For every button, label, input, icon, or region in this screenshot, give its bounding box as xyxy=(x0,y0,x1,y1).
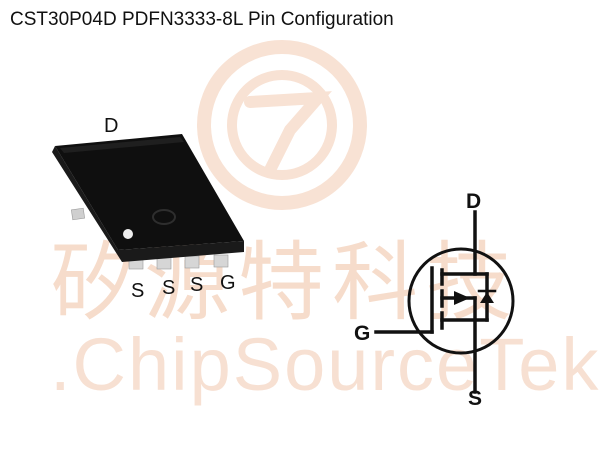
package-pin-label-2: S xyxy=(162,277,175,299)
side-pin xyxy=(71,207,85,221)
pin-3 xyxy=(184,255,200,269)
watermark-english: .ChipSourceTek. xyxy=(50,323,600,406)
pin1-marker xyxy=(123,229,133,239)
schematic-gate-label: G xyxy=(354,322,370,345)
page-title: CST30P04D PDFN3333-8L Pin Configuration xyxy=(10,9,394,30)
package-body xyxy=(55,134,244,250)
schematic-drain-label: D xyxy=(466,190,481,213)
mosfet-circle xyxy=(407,247,515,355)
package-side xyxy=(52,146,244,262)
package xyxy=(52,134,244,270)
diode-icon xyxy=(480,292,494,303)
mold-mark xyxy=(152,209,176,225)
pin-4 xyxy=(213,254,229,268)
package-drain-label: D xyxy=(104,115,118,137)
schematic-source-label: S xyxy=(468,387,482,410)
package-pin-label-3: S xyxy=(190,274,203,296)
channel-arrow xyxy=(454,291,470,305)
package-pin-label-4: G xyxy=(220,272,236,294)
package-pin-label-1: S xyxy=(131,280,144,302)
